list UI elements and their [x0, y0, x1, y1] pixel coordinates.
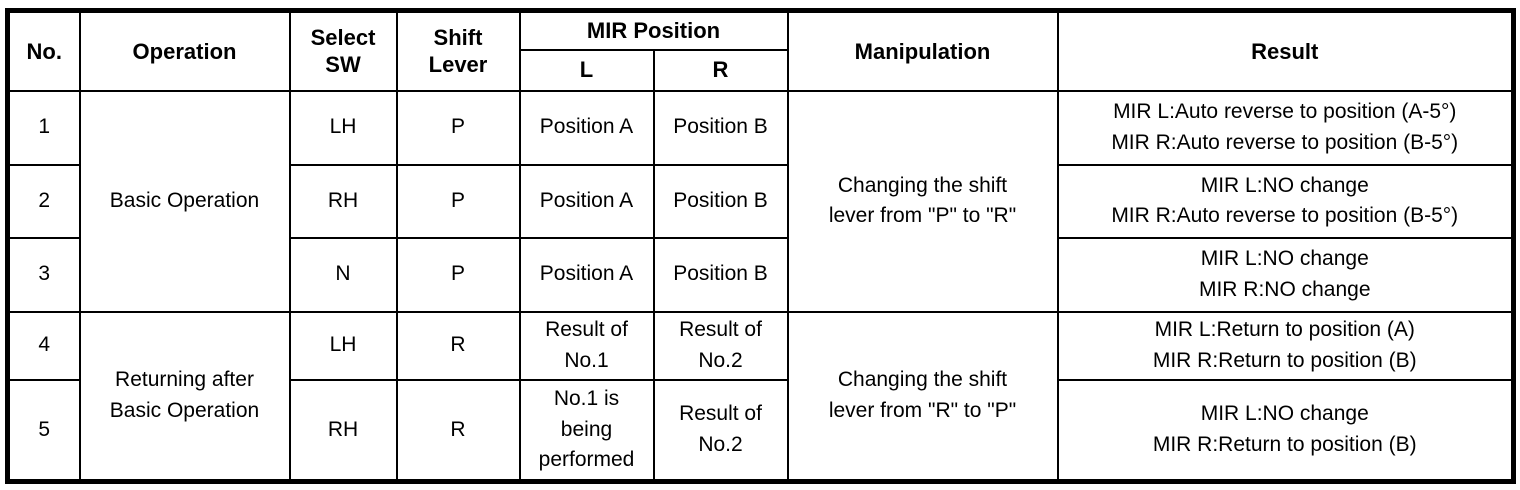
- cell-mir-l: Position A: [518, 163, 655, 239]
- cell-mir-r: Position B: [652, 236, 789, 313]
- col-header-no: No.: [6, 9, 81, 92]
- cell-no: 5: [6, 378, 81, 483]
- cell-mir-r: Position B: [652, 163, 789, 239]
- col-header-mir-position: MIR Position: [518, 9, 789, 51]
- col-header-mir-r: R: [652, 48, 789, 92]
- table-row: 3 N P Position A Position B MIR L:NO cha…: [6, 236, 1515, 313]
- cell-result: MIR L:NO change MIR R:Auto reverse to po…: [1056, 163, 1515, 239]
- cell-manipulation-group: Changing the shift lever from "R" to "P": [786, 310, 1059, 483]
- col-header-select-sw: Select SW: [288, 9, 398, 92]
- cell-select-sw: LH: [288, 310, 398, 381]
- cell-result: MIR L:NO change MIR R:Return to position…: [1056, 378, 1515, 483]
- cell-mir-r: Position B: [652, 89, 789, 166]
- mir-operation-table: No. Operation Select SW Shift Lever MIR …: [5, 8, 1516, 484]
- table-row: 2 RH P Position A Position B MIR L:NO ch…: [6, 163, 1515, 239]
- table-row: 5 RH R No.1 is being performed Result of…: [6, 378, 1515, 483]
- cell-mir-l: Position A: [518, 89, 655, 166]
- col-header-result: Result: [1056, 9, 1515, 92]
- table-row: 4 Returning after Basic Operation LH R R…: [6, 310, 1515, 483]
- cell-operation-group: Returning after Basic Operation: [78, 310, 291, 483]
- cell-shift-lever: R: [395, 378, 521, 483]
- cell-result: MIR L:NO change MIR R:NO change: [1056, 236, 1515, 313]
- col-header-shift-lever: Shift Lever: [395, 9, 521, 92]
- cell-mir-l: Position A: [518, 236, 655, 313]
- cell-select-sw: RH: [288, 378, 398, 483]
- cell-mir-r: Result of No.2: [652, 378, 789, 483]
- col-header-operation: Operation: [78, 9, 291, 92]
- cell-mir-l: Result of No.1: [518, 310, 655, 381]
- cell-mir-r: Result of No.2: [652, 310, 789, 381]
- cell-manipulation-group: Changing the shift lever from "P" to "R": [786, 89, 1059, 313]
- cell-shift-lever: R: [395, 310, 521, 381]
- cell-mir-l: No.1 is being performed: [518, 378, 655, 483]
- col-header-mir-l: L: [518, 48, 655, 92]
- cell-select-sw: LH: [288, 89, 398, 166]
- cell-no: 4: [6, 310, 81, 381]
- header-row-top: No. Operation Select SW Shift Lever MIR …: [6, 9, 1515, 92]
- cell-no: 3: [6, 236, 81, 313]
- cell-select-sw: N: [288, 236, 398, 313]
- cell-select-sw: RH: [288, 163, 398, 239]
- cell-shift-lever: P: [395, 236, 521, 313]
- cell-shift-lever: P: [395, 163, 521, 239]
- cell-operation-group: Basic Operation: [78, 89, 291, 313]
- cell-result: MIR L:Auto reverse to position (A-5°) MI…: [1056, 89, 1515, 166]
- header-row-sub: L R: [8, 48, 1514, 92]
- col-header-manipulation: Manipulation: [786, 9, 1059, 92]
- cell-shift-lever: P: [395, 89, 521, 166]
- cell-no: 2: [6, 163, 81, 239]
- table-row: 1 Basic Operation LH P Position A Positi…: [6, 89, 1515, 313]
- cell-result: MIR L:Return to position (A) MIR R:Retur…: [1056, 310, 1515, 381]
- cell-no: 1: [6, 89, 81, 166]
